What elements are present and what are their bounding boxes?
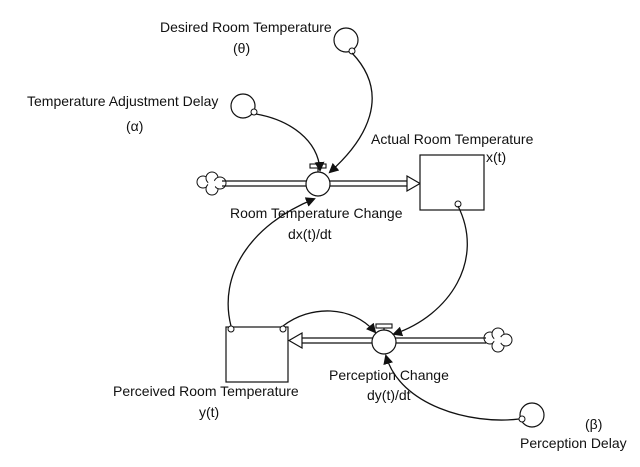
link-desired-to-room-change [328,52,373,174]
cloud-source-top [196,171,227,196]
link-actual-to-perception-change [392,205,468,337]
link-adjust-delay-to-room-change [255,113,325,172]
valve-room-temperature-change[interactable] [305,163,331,197]
desired-room-temperature-symbol: (θ) [233,40,250,56]
perceived-room-temperature-label: Perceived Room Temperature [113,383,299,399]
valve-perception-change[interactable] [371,323,397,355]
cloud-source-bottom [483,327,513,353]
aux-connector-dot [250,108,258,116]
desired-room-temperature-label: Desired Room Temperature [160,19,332,35]
perception-delay-label: Perception Delay [520,435,627,451]
flow-arrowhead-bottom [287,331,303,350]
temperature-adjustment-delay-symbol: (α) [126,118,143,134]
perception-change-symbol: dy(t)/dt [367,387,411,403]
stock-connector-dot [227,325,235,333]
link-perceived-to-room-change [227,197,316,327]
perception-delay-symbol: (β) [585,416,602,432]
aux-connector-dot [348,47,356,55]
room-temperature-change-label: Room Temperature Change [230,205,403,221]
temperature-adjustment-delay-label: Temperature Adjustment Delay [27,93,218,109]
actual-room-temperature-label: Actual Room Temperature [371,131,534,147]
aux-connector-dot [518,415,526,423]
aux-perception-delay[interactable] [519,402,545,428]
aux-desired-room-temperature[interactable] [333,27,359,53]
room-temperature-change-symbol: dx(t)/dt [288,226,332,242]
perception-change-label: Perception Change [329,367,449,383]
link-perceived-to-perception-change [282,310,377,334]
flow-arrowhead-top [406,174,422,193]
aux-temperature-adjustment-delay[interactable] [230,93,256,119]
link-perception-delay-to-perception-change [383,354,520,421]
stock-connector-dot [279,325,287,333]
stock-perceived-room-temperature[interactable] [225,326,289,383]
stock-actual-room-temperature[interactable] [419,154,485,211]
actual-room-temperature-symbol: x(t) [486,149,506,165]
perceived-room-temperature-symbol: y(t) [199,404,219,420]
